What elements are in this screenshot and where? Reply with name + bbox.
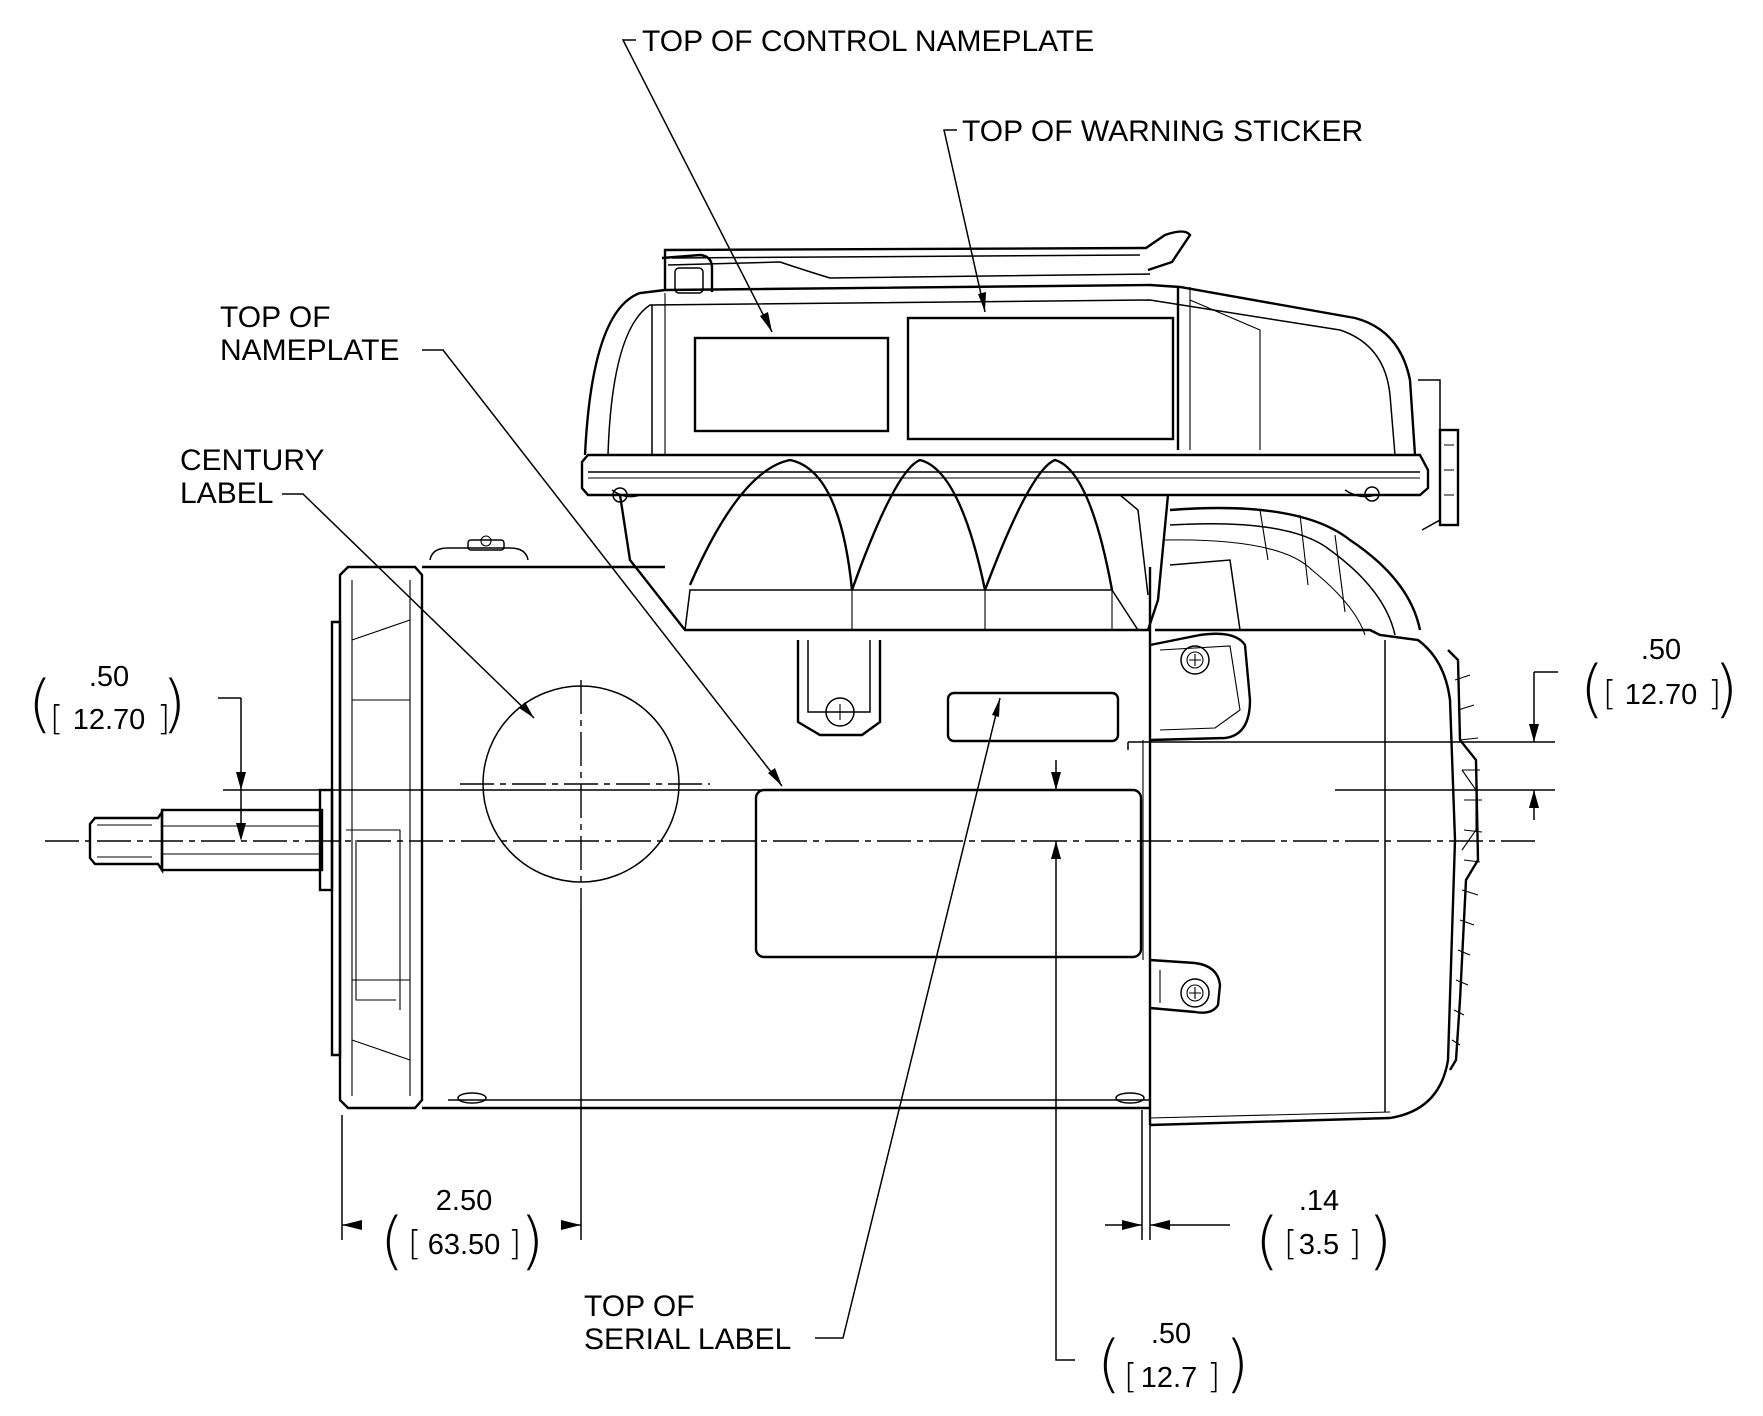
century-label-circle (460, 680, 710, 910)
svg-text:]: ] (1207, 1357, 1220, 1397)
dim-bottom-left-mm: 63.50 (428, 1229, 501, 1261)
svg-text:]: ] (1708, 674, 1721, 714)
label-top-of-nameplate-line1: TOP OF (220, 301, 331, 334)
dim-bottom-right (1105, 1110, 1230, 1240)
svg-text:]: ] (1348, 1224, 1361, 1264)
svg-text:(: ( (1580, 652, 1604, 725)
svg-text:(: ( (1097, 1327, 1121, 1400)
dim-right-vertical (1128, 671, 1558, 820)
motor-frame (422, 535, 1152, 1125)
label-serial-line1: TOP OF (584, 1290, 695, 1323)
svg-text:[: [ (1603, 674, 1616, 714)
svg-text:]: ] (508, 1224, 521, 1264)
front-end-bell (318, 565, 424, 1110)
warning-sticker-rect (906, 316, 1175, 441)
serial-label-rect (946, 691, 1120, 743)
leader-lines (282, 39, 1001, 1339)
svg-text:[: [ (408, 1224, 421, 1264)
dim-bottom-left (341, 910, 582, 1240)
dim-text-bottom-left: ( ) 2.50 [ 63.50 ] (380, 1185, 544, 1277)
dim-text-right: ( ) .50 [ 12.70 ] (1580, 634, 1738, 725)
svg-text:(: ( (380, 1204, 404, 1277)
dim-bottom-center-mm: 12.7 (1141, 1362, 1197, 1394)
shaft (88, 808, 324, 874)
dim-text-bottom-center: ( ) .50 [ 12.7 ] (1097, 1318, 1249, 1400)
label-top-of-control-nameplate: TOP OF CONTROL NAMEPLATE (642, 25, 1094, 58)
control-nameplate-rect (693, 336, 890, 433)
label-century-line1: CENTURY (180, 444, 324, 477)
svg-text:[: [ (1284, 1224, 1297, 1264)
dim-text-left: ( ) .50 [ 12.70 ] (28, 661, 186, 740)
dim-left-vertical (218, 697, 790, 841)
svg-text:(: ( (1255, 1204, 1279, 1277)
fan-cover (1447, 649, 1483, 1071)
dim-bottom-left-inch: 2.50 (436, 1185, 492, 1217)
svg-text:]: ] (157, 699, 170, 739)
label-top-of-warning-sticker: TOP OF WARNING STICKER (962, 115, 1363, 148)
svg-text:): ) (162, 667, 186, 740)
dim-right-inch: .50 (1641, 634, 1681, 666)
rear-end-bell (1149, 628, 1457, 1127)
control-conduit (1164, 506, 1422, 636)
dim-bottom-center (1051, 742, 1129, 1361)
dim-text-bottom-right: ( ) .14 [ 3.5 ] (1255, 1185, 1392, 1277)
control-housing (580, 230, 1460, 737)
dim-bottom-center-inch: .50 (1151, 1318, 1191, 1350)
dim-bottom-right-inch: .14 (1299, 1185, 1339, 1217)
nameplate-rect (754, 788, 1143, 959)
svg-text:(: ( (28, 667, 52, 740)
svg-text:): ) (1368, 1204, 1392, 1277)
dim-right-mm: 12.70 (1625, 679, 1698, 711)
svg-text:[: [ (50, 699, 63, 739)
svg-text:): ) (520, 1204, 544, 1277)
svg-text:[: [ (1124, 1357, 1137, 1397)
dim-left-inch: .50 (89, 661, 129, 693)
dim-left-mm: 12.70 (73, 704, 146, 736)
label-serial-line2: SERIAL LABEL (584, 1323, 791, 1356)
label-century-line2: LABEL (180, 477, 273, 510)
dim-bottom-right-mm: 3.5 (1299, 1229, 1339, 1261)
motor-outline (88, 230, 1483, 1127)
svg-text:): ) (1714, 652, 1738, 725)
label-top-of-nameplate-line2: NAMEPLATE (220, 334, 400, 367)
svg-text:): ) (1225, 1327, 1249, 1400)
